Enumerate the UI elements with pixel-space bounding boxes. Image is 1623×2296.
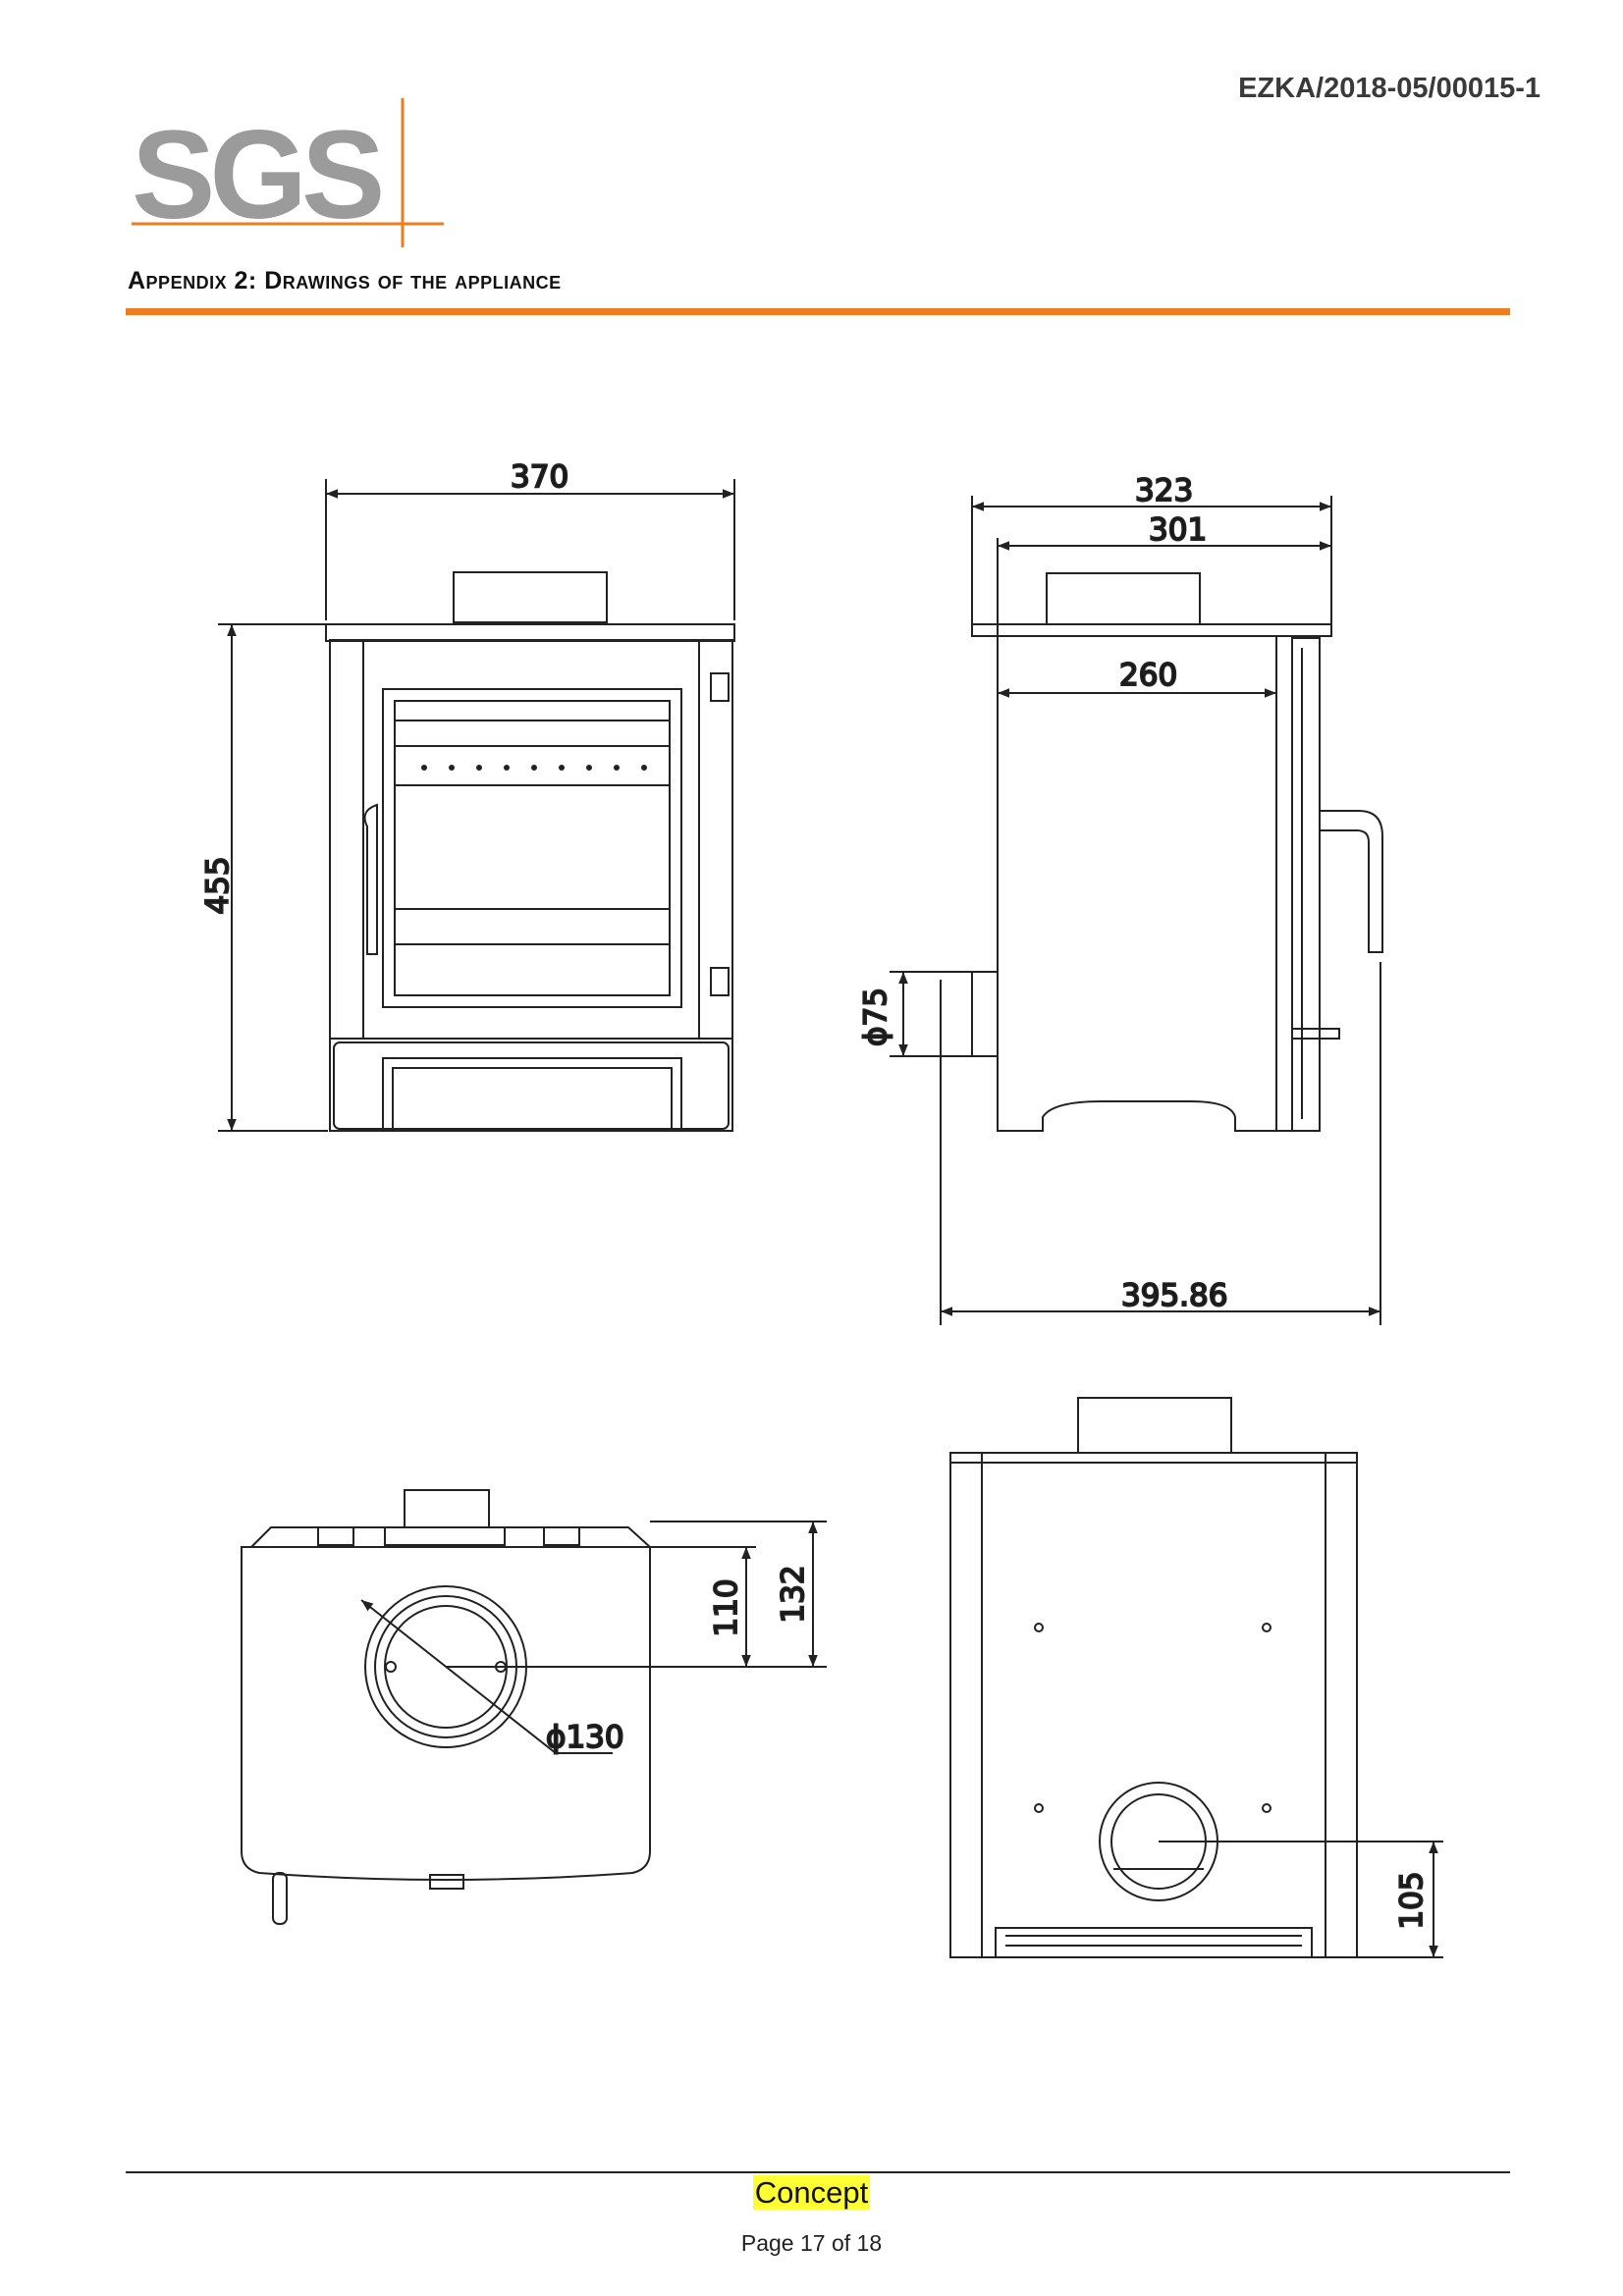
section-title: Appendix 2: Drawings of the appliance	[128, 267, 562, 294]
side-body-label: 260	[1119, 658, 1177, 693]
top-inner-label: 110	[709, 1578, 744, 1636]
footer-divider	[126, 2171, 1510, 2173]
page-number: Page 17 of 18	[740, 2230, 883, 2256]
side-depth-label: 395.86	[1121, 1278, 1227, 1313]
front-height-label: 455	[200, 856, 236, 914]
rear-height-label: 105	[1394, 1871, 1430, 1929]
front-width-label: 370	[511, 459, 568, 495]
sgs-logo: SGS	[132, 98, 444, 247]
top-diameter-label: ϕ130	[546, 1720, 624, 1755]
side-view: 323 301 260 ϕ75 395.86	[857, 472, 1383, 1325]
status-badge: Concept	[752, 2175, 871, 2210]
side-outer-label: 323	[1135, 473, 1193, 508]
side-flue-label: ϕ75	[858, 988, 893, 1046]
orange-divider	[126, 308, 1510, 315]
top-view: ϕ130 110 132	[241, 1489, 827, 1925]
document-number: EZKA/2018-05/00015-1	[1238, 73, 1541, 104]
sgs-logo-text: SGS	[132, 105, 381, 245]
rear-view: 105	[949, 1397, 1443, 1958]
top-outer-label: 132	[776, 1565, 811, 1623]
front-view: 370 455	[199, 458, 735, 1132]
side-inner-label: 301	[1149, 512, 1207, 548]
